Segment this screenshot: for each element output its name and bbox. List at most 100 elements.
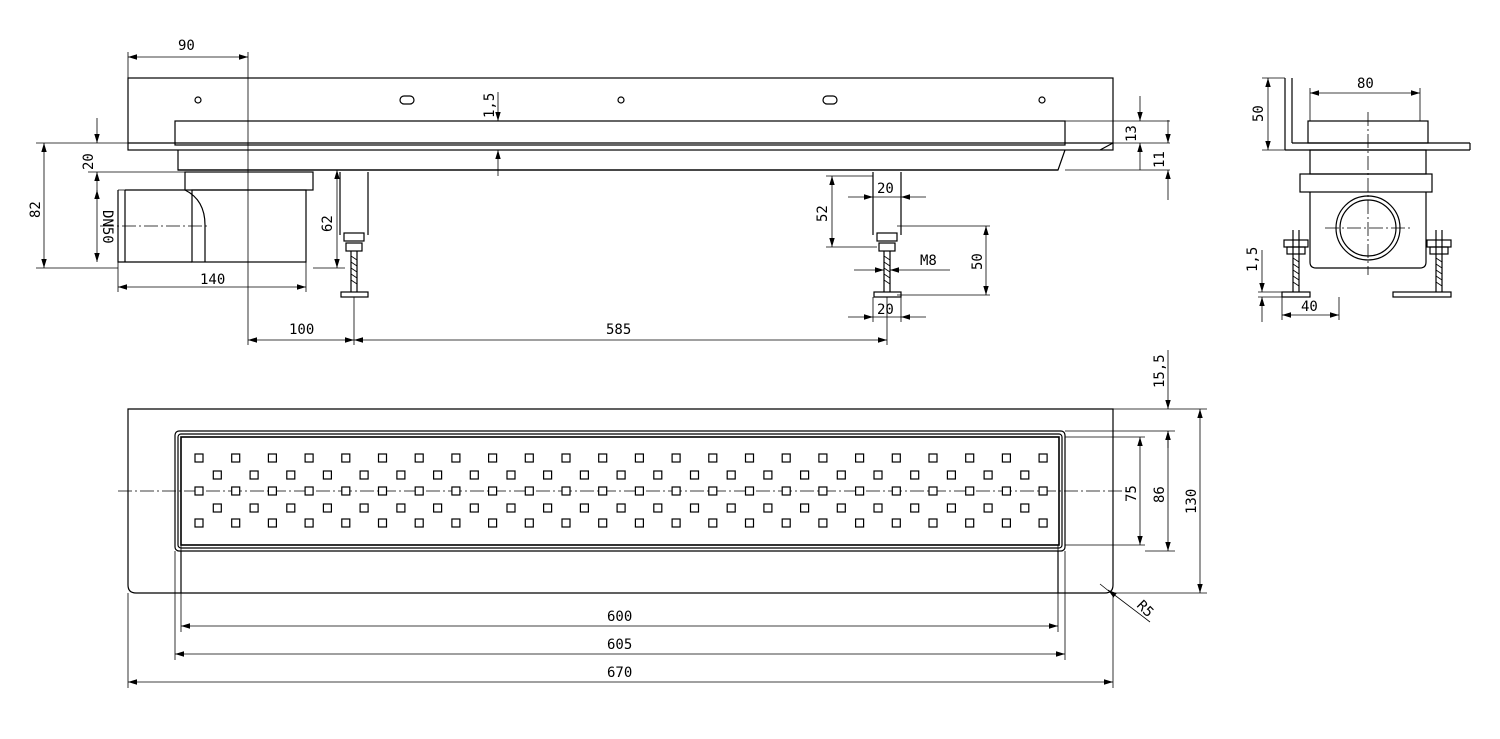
grate-slot <box>286 470 296 480</box>
support-leg-left <box>339 172 369 298</box>
dim-1-5: 1,5 <box>482 93 498 118</box>
dim-20-top: 20 <box>877 181 894 197</box>
grate-slot <box>910 470 920 480</box>
grate-slot <box>1038 453 1048 463</box>
grate-slot <box>488 486 498 496</box>
grate-slot <box>799 470 810 480</box>
grate-slot <box>377 486 388 496</box>
grate-slot <box>726 503 736 513</box>
grate-slot <box>1020 470 1030 480</box>
grate-slot <box>928 518 938 528</box>
grate-slot <box>249 503 259 513</box>
grate-slot <box>818 453 828 463</box>
grate-slot <box>744 453 755 463</box>
side-flange-outline <box>127 77 1114 151</box>
grate-slot <box>194 486 204 496</box>
grate-slot <box>414 518 424 528</box>
dim-82: 82 <box>28 201 44 218</box>
dim-100: 100 <box>289 322 314 338</box>
grate-slot <box>451 486 461 496</box>
grate-slot <box>854 518 865 528</box>
dim-m8: M8 <box>920 253 937 269</box>
grate-slot <box>524 453 534 463</box>
grate-slot <box>542 503 553 513</box>
grate-slot <box>744 486 755 496</box>
grate-slot <box>634 486 645 496</box>
grate-slot <box>231 453 241 463</box>
grate-slot <box>396 503 406 513</box>
grate-slot <box>341 486 351 496</box>
end-dim-80: 80 <box>1357 76 1374 92</box>
grate-slot <box>194 453 204 463</box>
side-view: 90 20 82 DN50 140 62 1,5 <box>28 38 1171 345</box>
grate-slot <box>598 486 608 496</box>
grate-slot <box>726 470 736 480</box>
grate-slot <box>1020 503 1030 513</box>
end-leg-left <box>1281 230 1311 298</box>
grate-slot <box>946 503 957 513</box>
grate-slot <box>946 470 957 480</box>
grate-slot <box>616 470 626 480</box>
grate-slot <box>873 470 883 480</box>
grate-slot <box>377 518 388 528</box>
grate-slot <box>542 470 553 480</box>
grate-slot <box>561 486 571 496</box>
grate-slot <box>983 470 993 480</box>
grate-slot <box>488 453 498 463</box>
top-view: 15,5 75 86 130 R5 600 605 670 <box>118 350 1207 688</box>
grate-slot <box>836 470 846 480</box>
grate-slot <box>910 503 920 513</box>
grate-slot <box>451 518 461 528</box>
grate-slot <box>965 486 975 496</box>
grate-slot <box>708 486 718 496</box>
grate-slot <box>634 453 645 463</box>
dim-585: 585 <box>606 322 631 338</box>
grate-slot <box>524 486 534 496</box>
grate-slot <box>818 518 828 528</box>
top-flange-outline <box>127 408 1114 594</box>
dim-605: 605 <box>607 637 632 653</box>
dim-140: 140 <box>200 272 225 288</box>
grate-slot <box>836 503 846 513</box>
grate-slot <box>689 470 700 480</box>
grate-slot <box>891 486 901 496</box>
grate-slot <box>231 486 241 496</box>
dim-20-bottom: 20 <box>877 302 894 318</box>
grate-slot <box>781 453 791 463</box>
dim-13: 13 <box>1124 125 1140 142</box>
grate-slot <box>286 503 296 513</box>
grate-slot <box>433 503 443 513</box>
grate-slot <box>671 453 681 463</box>
dim-50-side: 50 <box>970 253 986 270</box>
grate-slot <box>579 470 590 480</box>
grate-slot <box>469 503 479 513</box>
grate-slot <box>506 503 516 513</box>
grate-slot <box>965 518 975 528</box>
dim-75: 75 <box>1124 485 1140 502</box>
grate-slot <box>433 470 443 480</box>
grate-slot <box>304 486 314 496</box>
dim-dn50: DN50 <box>99 210 115 244</box>
dim-600: 600 <box>607 609 632 625</box>
grate-slot <box>469 470 479 480</box>
mounting-slot <box>822 95 838 105</box>
end-dim-50: 50 <box>1251 105 1267 122</box>
dim-62: 62 <box>320 215 336 232</box>
channel-body <box>177 149 1066 171</box>
grate-slot <box>414 486 424 496</box>
dim-52: 52 <box>815 205 831 222</box>
grate-slot <box>634 518 645 528</box>
dim-130: 130 <box>1184 489 1200 514</box>
grate-slot <box>267 518 277 528</box>
grate-slot-pattern <box>194 453 1048 528</box>
end-dim-40: 40 <box>1301 299 1318 315</box>
grate-slot <box>928 486 938 496</box>
grate-slot <box>653 503 663 513</box>
grate-slot <box>322 503 332 513</box>
side-grate <box>174 120 1066 146</box>
dim-90: 90 <box>178 38 195 54</box>
grate-slot <box>267 453 277 463</box>
grate-slot <box>689 503 700 513</box>
grate-slot <box>1001 453 1012 463</box>
